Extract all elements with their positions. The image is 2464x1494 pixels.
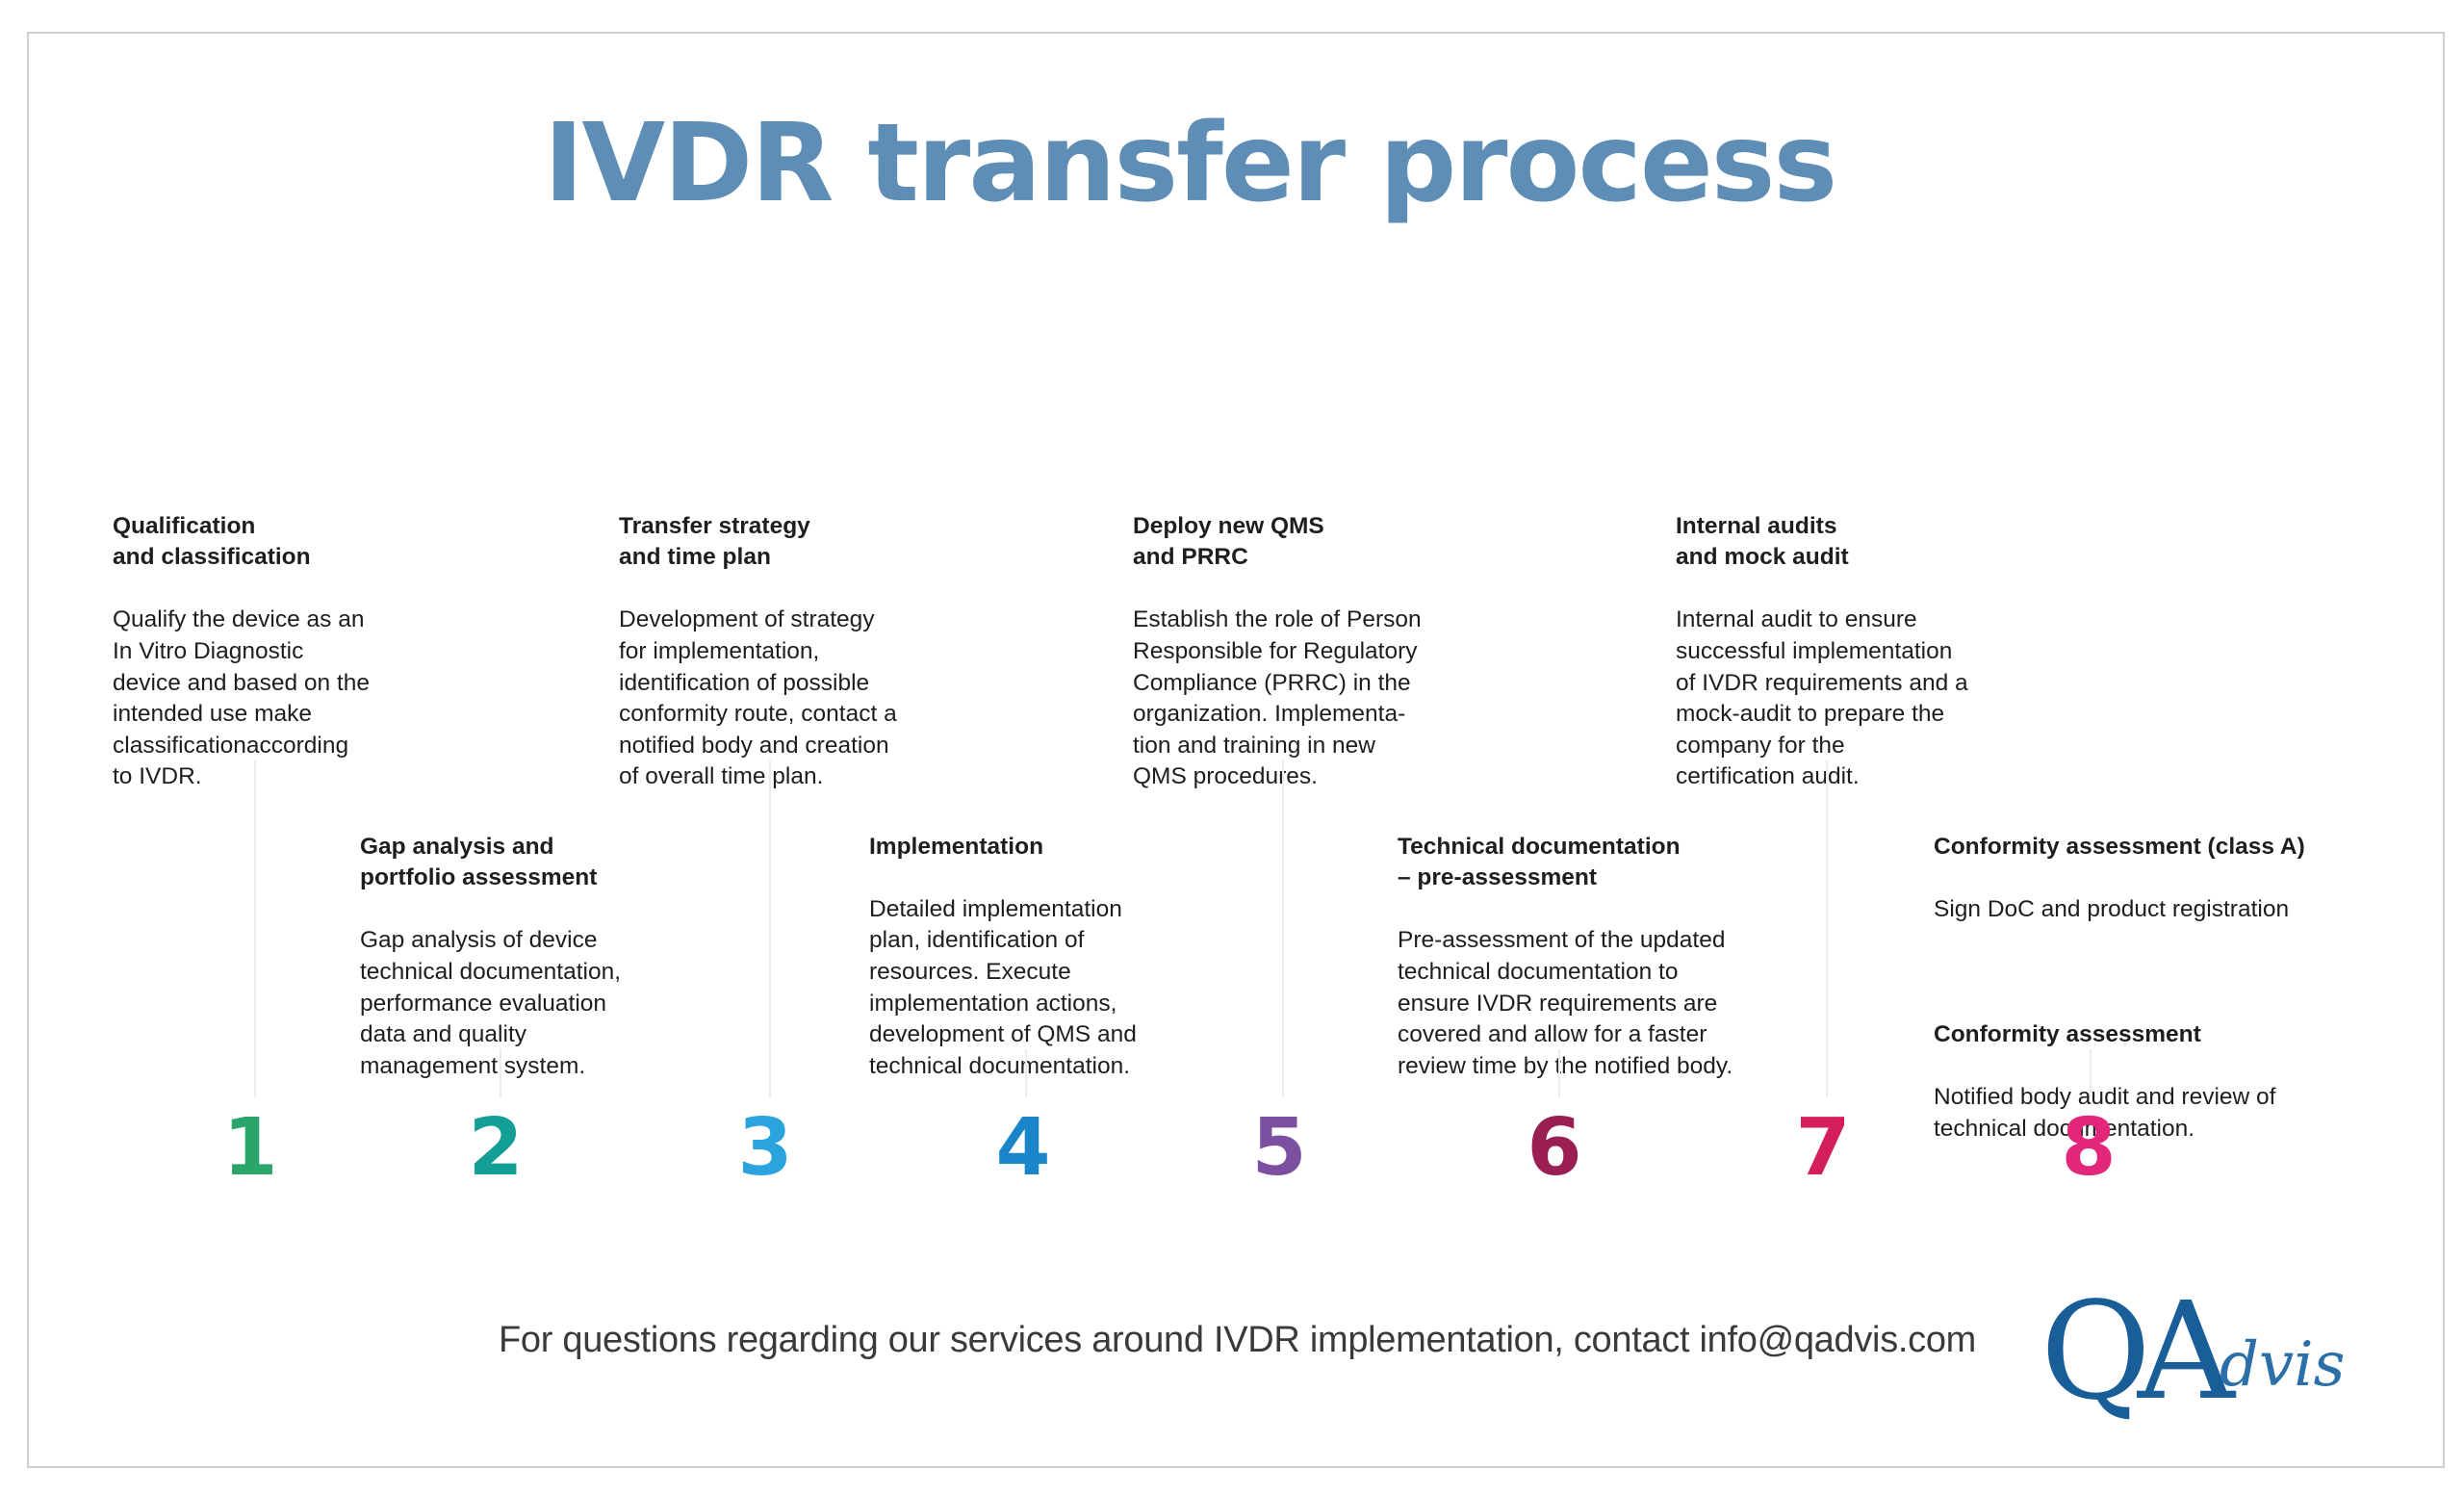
step-8-heading: Conformity assessment (class A) bbox=[1934, 833, 2305, 860]
step-6-number: 6 bbox=[1527, 1102, 1582, 1194]
step-1-number: 1 bbox=[222, 1102, 278, 1194]
step-1-description: Qualify the device as an In Vitro Diagno… bbox=[113, 606, 370, 790]
step-6-connector bbox=[1558, 1049, 1560, 1097]
step-3-text: Transfer strategy and time plan Developm… bbox=[619, 479, 937, 825]
logo-mark: QA bbox=[2040, 1274, 2235, 1430]
step-7-connector bbox=[1826, 760, 1828, 1097]
step-8-heading-2: Conformity assessment bbox=[1934, 1021, 2201, 1048]
step-6-text: Technical documentation – pre-assessment… bbox=[1398, 800, 1783, 1114]
step-8-description: Sign DoC and product registration bbox=[1934, 895, 2290, 922]
step-7-text: Internal audits and mock audit Internal … bbox=[1676, 479, 2022, 825]
page-title: IVDR transfer process bbox=[543, 101, 1837, 226]
step-3-heading: Transfer strategy and time plan bbox=[619, 512, 810, 571]
step-2-text: Gap analysis and portfolio assessment Ga… bbox=[360, 800, 678, 1114]
page-frame bbox=[27, 32, 2445, 1468]
step-1-connector bbox=[254, 760, 256, 1097]
step-3-description: Development of strategy for implementati… bbox=[619, 606, 897, 790]
step-5-description: Establish the role of Person Responsible… bbox=[1133, 606, 1422, 790]
step-8-text: Conformity assessment (class A) Sign DoC… bbox=[1934, 800, 2357, 1176]
step-8-spacer bbox=[1934, 957, 2357, 989]
step-3-number: 3 bbox=[737, 1102, 793, 1194]
step-6-heading: Technical documentation – pre-assessment bbox=[1398, 833, 1681, 891]
step-8-connector bbox=[2090, 1049, 2092, 1097]
step-5-number: 5 bbox=[1251, 1102, 1307, 1194]
step-3-connector bbox=[769, 760, 771, 1097]
step-4-text: Implementation Detailed implementation p… bbox=[869, 800, 1177, 1114]
step-4-heading: Implementation bbox=[869, 833, 1044, 860]
step-8-description-2: Notified body audit and review of techni… bbox=[1934, 1084, 2276, 1142]
step-5-text: Deploy new QMS and PRRC Establish the ro… bbox=[1133, 479, 1450, 825]
step-5-connector bbox=[1282, 760, 1284, 1097]
step-4-connector bbox=[1025, 1049, 1027, 1097]
step-1-heading: Qualification and classification bbox=[113, 512, 311, 571]
step-1-text: Qualification and classification Qualify… bbox=[113, 479, 392, 825]
qadvis-logo: QA dvis bbox=[2040, 1280, 2368, 1425]
contact-footer: For questions regarding our services aro… bbox=[499, 1320, 1977, 1360]
logo-wordmark: dvis bbox=[2220, 1329, 2346, 1401]
step-2-number: 2 bbox=[468, 1102, 524, 1194]
step-2-heading: Gap analysis and portfolio assessment bbox=[360, 833, 598, 891]
step-4-number: 4 bbox=[995, 1102, 1051, 1194]
step-7-description: Internal audit to ensure successful impl… bbox=[1676, 606, 1968, 790]
step-7-heading: Internal audits and mock audit bbox=[1676, 512, 1849, 571]
step-4-description: Detailed implementation plan, identifica… bbox=[869, 895, 1137, 1079]
step-8-number: 8 bbox=[2061, 1102, 2117, 1194]
step-2-description: Gap analysis of device technical documen… bbox=[360, 927, 622, 1079]
step-6-description: Pre-assessment of the updated technical … bbox=[1398, 927, 1733, 1079]
step-5-heading: Deploy new QMS and PRRC bbox=[1133, 512, 1324, 571]
step-2-connector bbox=[500, 1049, 501, 1097]
step-7-number: 7 bbox=[1795, 1102, 1851, 1194]
